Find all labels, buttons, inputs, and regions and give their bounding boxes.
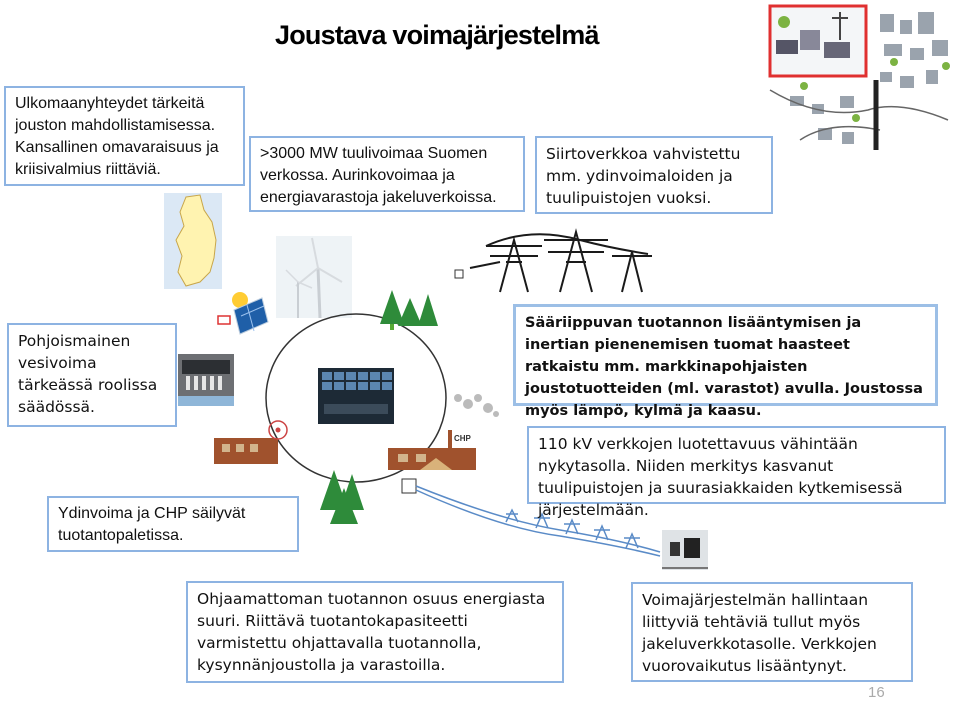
- weather-dependent-text: Sääriippuvan tuotannon lisääntymisen ja …: [525, 315, 923, 419]
- transmission-grid-text: Siirtoverkkoa vahvistettu mm. ydinvoimal…: [546, 145, 741, 207]
- wind-power-box: >3000 MW tuulivoimaa Suomen verkossa. Au…: [249, 136, 525, 212]
- foreign-connections-text: Ulkomaanyhteydet tärkeitä jouston mahdol…: [15, 95, 219, 178]
- small-pylon-icon: [505, 508, 640, 549]
- control-room-icon: [318, 368, 394, 424]
- nuclear-plant-icon: [214, 420, 288, 464]
- hydro-dam-icon: [178, 354, 234, 406]
- nuclear-chp-text: Ydinvoima ja CHP säilyvät tuotantopaleti…: [58, 505, 246, 544]
- city-grid-thumbnail-icon: [768, 4, 950, 150]
- distribution-line: [415, 485, 661, 557]
- uncontrolled-production-box: Ohjaamattoman tuotannon osuus energiasta…: [186, 581, 564, 683]
- chp-plant-icon: [388, 430, 476, 470]
- finland-map-icon: [164, 193, 222, 289]
- page-number: 16: [868, 684, 885, 701]
- transmission-grid-box: Siirtoverkkoa vahvistettu mm. ydinvoimal…: [535, 136, 773, 214]
- node-square: [401, 478, 417, 494]
- nuclear-chp-box: Ydinvoima ja CHP säilyvät tuotantopaleti…: [47, 496, 299, 552]
- weather-dependent-box: Sääriippuvan tuotannon lisääntymisen ja …: [513, 304, 938, 419]
- kv110-network-text: 110 kV verkkojen luotettavuus vähintään …: [538, 435, 903, 519]
- wind-turbine-icon: [276, 236, 352, 319]
- uncontrolled-production-text: Ohjaamattoman tuotannon osuus energiasta…: [197, 590, 546, 674]
- transmission-tower-icon: [469, 228, 652, 293]
- solar-panel-icon: [217, 292, 269, 335]
- network-ring: [265, 313, 447, 483]
- hydro-power-box: Pohjoismainen vesivoima tärkeässä roolis…: [7, 323, 177, 427]
- node-square: [454, 269, 464, 279]
- substation-icon: [662, 530, 708, 570]
- system-management-text: Voimajärjestelmän hallintaan liittyviä t…: [642, 591, 877, 675]
- chp-label: CHP: [454, 434, 472, 443]
- smoke-icon: [454, 394, 499, 417]
- system-management-box: Voimajärjestelmän hallintaan liittyviä t…: [631, 582, 913, 682]
- wind-power-text: >3000 MW tuulivoimaa Suomen verkossa. Au…: [260, 145, 497, 206]
- foreign-connections-box: Ulkomaanyhteydet tärkeitä jouston mahdol…: [4, 86, 245, 186]
- page-title: Joustava voimajärjestelmä: [275, 20, 599, 50]
- kv110-network-box: 110 kV verkkojen luotettavuus vähintään …: [527, 426, 946, 519]
- hydro-power-text: Pohjoismainen vesivoima tärkeässä roolis…: [18, 332, 158, 416]
